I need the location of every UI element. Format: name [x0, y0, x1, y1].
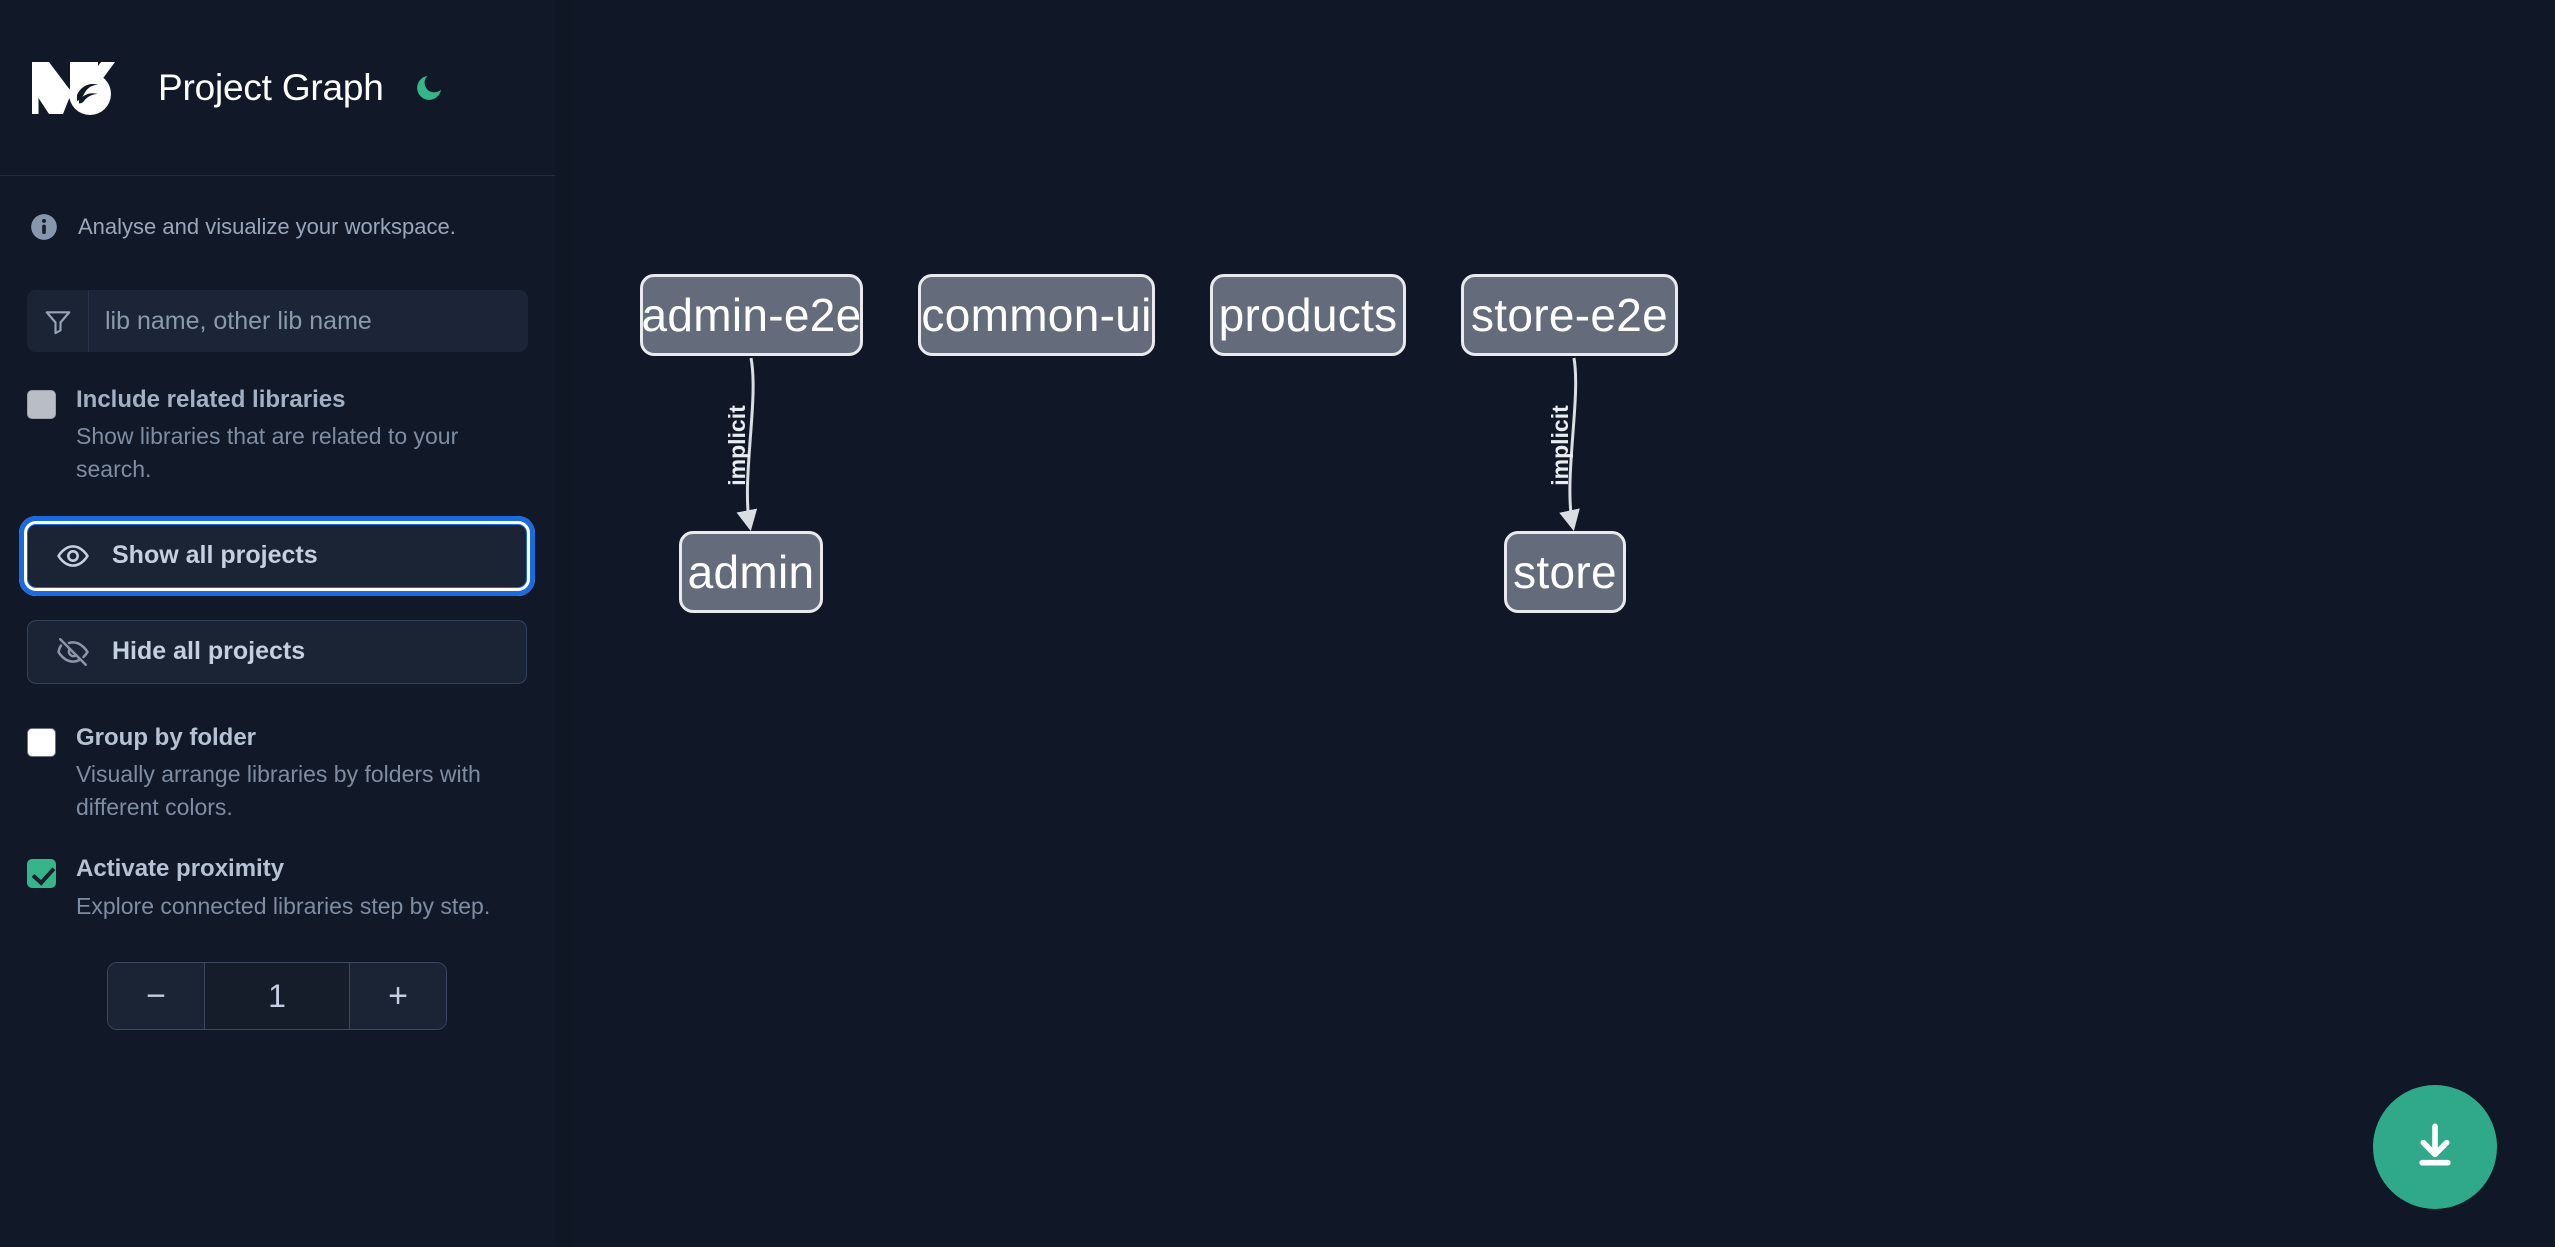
graph-node-common-ui[interactable]: common-ui — [918, 274, 1155, 356]
sidebar-tagline: Analyse and visualize your workspace. — [0, 176, 555, 246]
graph-node-store-e2e[interactable]: store-e2e — [1461, 274, 1678, 356]
sidebar: Project Graph Analyse and visualize your… — [0, 0, 555, 1247]
project-visibility-buttons: Show all projects Hide all projects — [19, 515, 535, 684]
download-button[interactable] — [2373, 1085, 2497, 1209]
activate-proximity-label: Activate proximity — [76, 855, 285, 883]
graph-edges — [736, 357, 1580, 532]
show-all-projects-button[interactable]: Show all projects — [19, 515, 535, 596]
sidebar-tagline-text: Analyse and visualize your workspace. — [78, 214, 456, 239]
option-include-related-libraries[interactable]: Include related libraries Show libraries… — [27, 384, 528, 486]
sidebar-body: Include related libraries Show libraries… — [0, 290, 555, 1031]
hide-all-projects-button[interactable]: Hide all projects — [27, 619, 527, 684]
eye-icon — [56, 539, 90, 573]
edge-label-admin: implicit — [723, 405, 750, 486]
graph-node-admin[interactable]: admin — [679, 531, 823, 613]
nx-logo-icon — [30, 58, 126, 118]
project-graph-canvas[interactable]: implicit implicit admin-e2e common-ui pr… — [573, 0, 2555, 1247]
include-related-libraries-checkbox[interactable] — [27, 390, 56, 419]
include-related-libraries-label: Include related libraries — [76, 386, 346, 413]
activate-proximity-checkbox[interactable] — [27, 859, 56, 889]
proximity-stepper: − 1 + — [107, 962, 447, 1031]
include-related-libraries-description: Show libraries that are related to your … — [76, 423, 459, 483]
sidebar-header: Project Graph — [0, 0, 555, 176]
group-by-folder-description: Visually arrange libraries by folders wi… — [76, 761, 481, 820]
proximity-stepper-wrap: − 1 + — [27, 962, 528, 1031]
group-by-folder-checkbox[interactable] — [27, 727, 56, 757]
filter-funnel-icon — [27, 290, 89, 352]
graph-node-products[interactable]: products — [1210, 274, 1406, 356]
edge-label-store: implicit — [1546, 405, 1573, 486]
option-group-by-folder[interactable]: Group by folder Visually arrange librari… — [27, 722, 528, 824]
filter-box[interactable] — [27, 290, 528, 352]
eye-off-icon — [56, 635, 90, 669]
option-activate-proximity[interactable]: Activate proximity Explore connected lib… — [27, 853, 528, 922]
proximity-value: 1 — [204, 963, 350, 1030]
info-icon — [30, 213, 58, 241]
moon-icon[interactable] — [410, 69, 448, 107]
activate-proximity-description: Explore connected libraries step by step… — [76, 892, 491, 919]
page-title: Project Graph — [158, 66, 384, 108]
download-icon — [2407, 1117, 2463, 1178]
graph-node-admin-e2e[interactable]: admin-e2e — [640, 274, 863, 356]
proximity-decrement-button[interactable]: − — [108, 963, 204, 1030]
proximity-increment-button[interactable]: + — [350, 963, 446, 1030]
hide-all-projects-label: Hide all projects — [112, 637, 306, 666]
search-input[interactable] — [89, 290, 528, 352]
graph-node-store[interactable]: store — [1504, 531, 1626, 613]
show-all-projects-label: Show all projects — [112, 541, 318, 570]
group-by-folder-label: Group by folder — [76, 723, 256, 751]
